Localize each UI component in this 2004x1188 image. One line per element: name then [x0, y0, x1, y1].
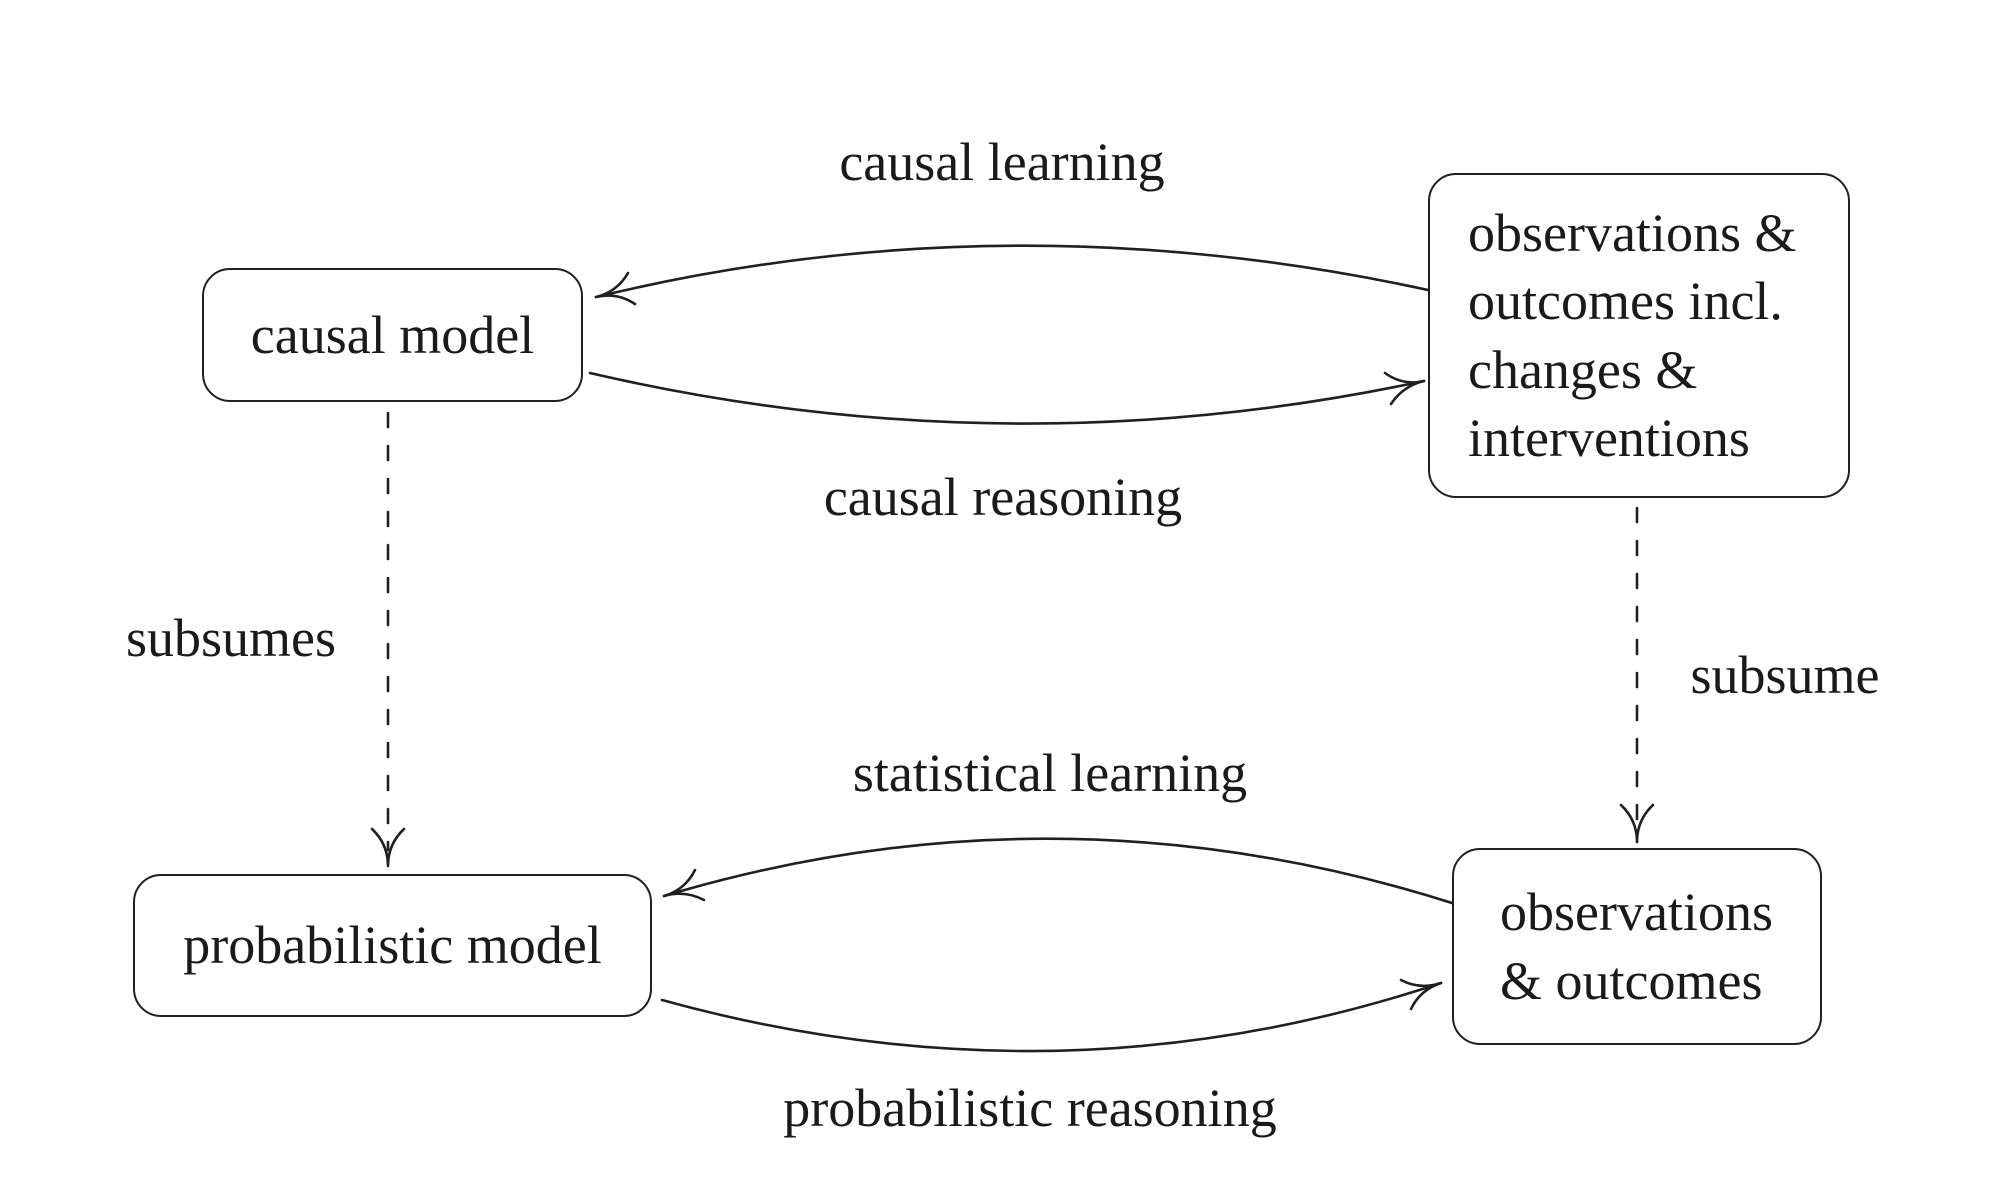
node-observations-outcomes: observations & outcomes — [1452, 848, 1822, 1045]
statistical-learning-arrowhead — [662, 868, 706, 902]
subsume-arrowhead — [1619, 803, 1655, 844]
subsumes-arrowhead — [370, 827, 406, 868]
edge-label-causal-learning: causal learning — [839, 132, 1165, 192]
edge-label-subsumes: subsumes — [125, 608, 337, 668]
probabilistic-reasoning-arrowhead — [1399, 978, 1443, 1011]
statistical-learning-arc — [662, 837, 1454, 905]
causal-learning-arc — [594, 244, 1430, 299]
edge-label-probabilistic-reasoning: probabilistic reasoning — [783, 1078, 1277, 1138]
node-observations-interventions-label: observations & outcomes incl. changes & … — [1468, 203, 1797, 468]
node-causal-model-label: causal model — [250, 304, 535, 365]
probabilistic-reasoning-arc — [660, 981, 1443, 1053]
edge-label-subsume: subsume — [1690, 645, 1880, 705]
node-observations-outcomes-label: observations & outcomes — [1500, 882, 1773, 1011]
node-probabilistic-model-label: probabilistic model — [183, 915, 602, 976]
edge-label-statistical-learning: statistical learning — [852, 743, 1248, 803]
causal-reasoning-arrowhead — [1383, 371, 1426, 406]
node-observations-interventions: observations & outcomes incl. changes & … — [1428, 173, 1850, 498]
node-causal-model: causal model — [202, 268, 583, 402]
edge-label-causal-reasoning: causal reasoning — [823, 467, 1183, 527]
node-probabilistic-model: probabilistic model — [133, 874, 652, 1017]
causal-reasoning-arc — [588, 371, 1426, 425]
causal-learning-arrowhead — [594, 271, 637, 306]
